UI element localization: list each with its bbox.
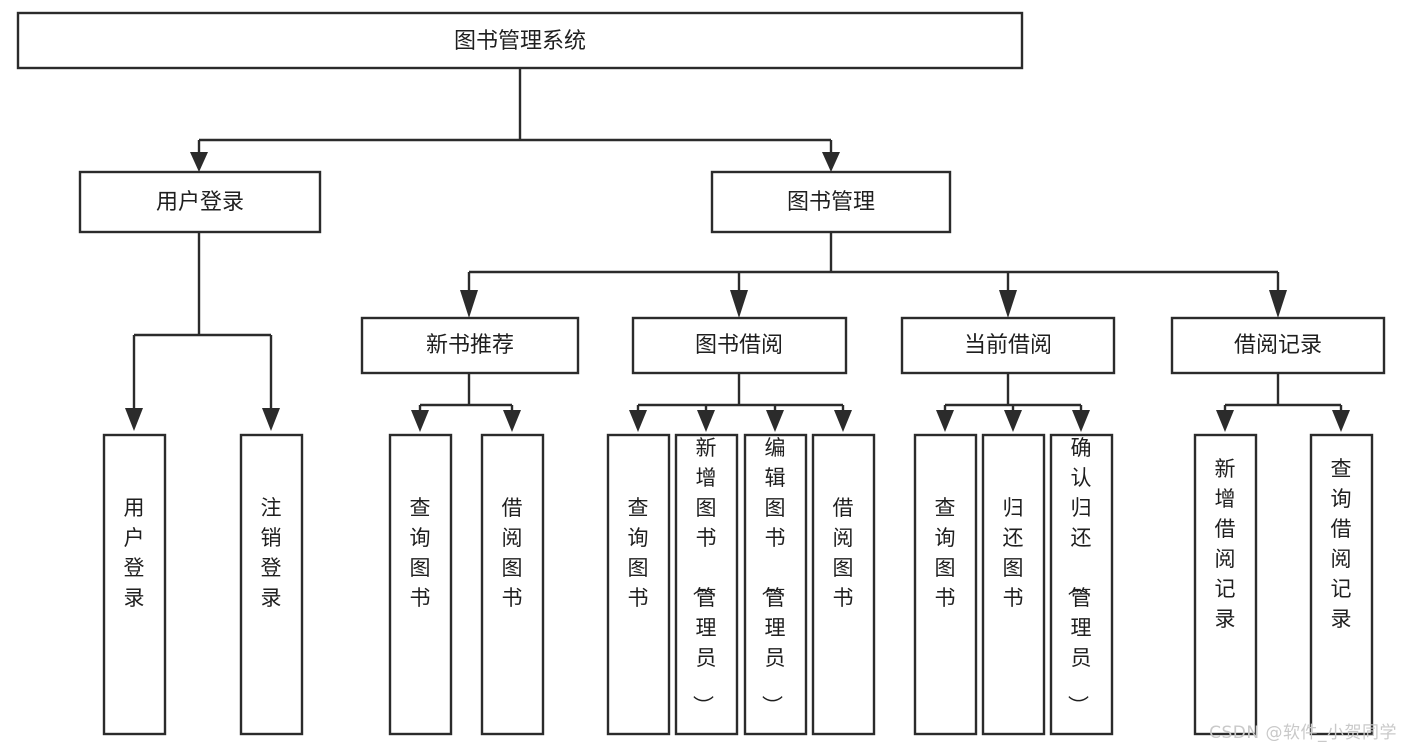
node-root-box[interactable] [16,11,1024,70]
node-user-login-label: 用户登录 [156,190,244,215]
leaf-add-record[interactable]: 新增借阅记录 [1193,433,1258,736]
node-current-borrow[interactable]: 当前借阅 [900,316,1116,375]
arrow-to-user-login [190,152,208,172]
leaf-query-record[interactable]: 查询借阅记录 [1309,433,1374,736]
arrow-to-leaf-return-book [1004,410,1022,432]
node-new-book-rec-box[interactable] [360,316,580,375]
node-book-manage-box[interactable] [710,170,952,234]
edge-group [125,68,1350,432]
leaf-query-book-1-box[interactable] [388,433,453,736]
arrow-to-leaf-user-login [125,408,143,431]
leaf-query-book-2[interactable]: 查询图书 [606,433,671,736]
leaf-return-book-label: 归还图书 [1003,496,1024,610]
leaf-add-book-label: 新增图书（管理员） [691,436,717,716]
leaf-return-book-box[interactable] [981,433,1046,736]
leaf-user-logout-box[interactable] [239,433,304,736]
arrow-to-leaf-edit-book [766,410,784,432]
node-new-book-rec-label: 新书推荐 [426,333,514,358]
leaf-add-record-label: 新增借阅记录 [1215,457,1236,631]
arrow-to-book-manage [822,152,840,172]
node-book-manage-label: 图书管理 [787,190,875,215]
node-borrow-record-box[interactable] [1170,316,1386,375]
arrow-to-leaf-query-book-1 [411,410,429,432]
node-book-borrow[interactable]: 图书借阅 [631,316,848,375]
leaf-query-book-1-label: 查询图书 [410,496,431,610]
leaf-return-book[interactable]: 归还图书 [981,433,1046,736]
node-current-borrow-label: 当前借阅 [964,333,1052,358]
arrow-to-leaf-query-book-3 [936,410,954,432]
node-user-login[interactable]: 用户登录 [78,170,322,234]
node-borrow-record[interactable]: 借阅记录 [1170,316,1386,375]
arrow-to-borrow-record [1269,290,1287,318]
arrow-to-leaf-query-book-2 [629,410,647,432]
leaf-borrow-book-1-box[interactable] [480,433,545,736]
leaf-add-book[interactable]: 新增图书（管理员） [674,433,739,736]
leaf-query-book-3-box[interactable] [913,433,978,736]
leaf-confirm-return-box[interactable] [1049,433,1114,736]
arrow-to-leaf-borrow-book-1 [503,410,521,432]
leaf-edit-book-label: 编辑图书（管理员） [760,436,786,716]
arrow-to-new-book-rec [460,290,478,318]
leaf-query-record-box[interactable] [1309,433,1374,736]
arrow-to-current-borrow [999,290,1017,318]
leaf-user-login-box[interactable] [102,433,167,736]
arrow-to-book-borrow [730,290,748,318]
node-current-borrow-box[interactable] [900,316,1116,375]
leaf-edit-book[interactable]: 编辑图书（管理员） [743,433,808,736]
leaf-query-book-3-label: 查询图书 [935,496,956,610]
leaf-borrow-book-2-box[interactable] [811,433,876,736]
leaf-user-logout[interactable]: 注销登录 [239,433,304,736]
leaf-query-record-label: 查询借阅记录 [1331,457,1352,631]
node-borrow-record-label: 借阅记录 [1234,333,1322,358]
leaf-add-record-box[interactable] [1193,433,1258,736]
csdn-watermark: CSDN @软件_小贺同学 [1209,723,1397,743]
leaf-query-book-2-label: 查询图书 [628,496,649,610]
arrow-to-leaf-user-logout [262,408,280,431]
leaf-confirm-return[interactable]: 确认归还（管理员） [1049,433,1114,736]
node-user-login-box[interactable] [78,170,322,234]
leaf-user-logout-label: 注销登录 [261,496,282,610]
arrow-to-leaf-add-book [697,410,715,432]
node-root[interactable]: 图书管理系统 [16,11,1024,70]
node-book-borrow-box[interactable] [631,316,848,375]
leaf-edit-book-box[interactable] [743,433,808,736]
leaf-query-book-1[interactable]: 查询图书 [388,433,453,736]
arrow-to-leaf-borrow-book-2 [834,410,852,432]
node-root-label: 图书管理系统 [454,29,586,54]
leaf-query-book-2-box[interactable] [606,433,671,736]
leaf-query-book-3[interactable]: 查询图书 [913,433,978,736]
leaf-user-login[interactable]: 用户登录 [102,433,167,736]
node-book-manage[interactable]: 图书管理 [710,170,952,234]
node-book-borrow-label: 图书借阅 [695,333,783,358]
arrow-to-leaf-add-record [1216,410,1234,432]
leaf-confirm-return-label: 确认归还（管理员） [1066,436,1092,716]
leaf-borrow-book-2-label: 借阅图书 [833,496,854,610]
leaf-borrow-book-1[interactable]: 借阅图书 [480,433,545,736]
leaf-borrow-book-2[interactable]: 借阅图书 [811,433,876,736]
leaf-borrow-book-1-label: 借阅图书 [502,496,523,610]
node-new-book-rec[interactable]: 新书推荐 [360,316,580,375]
arrow-to-leaf-query-record [1332,410,1350,432]
leaf-add-book-box[interactable] [674,433,739,736]
arrow-to-leaf-confirm-return [1072,410,1090,432]
leaf-user-login-label: 用户登录 [124,496,145,610]
